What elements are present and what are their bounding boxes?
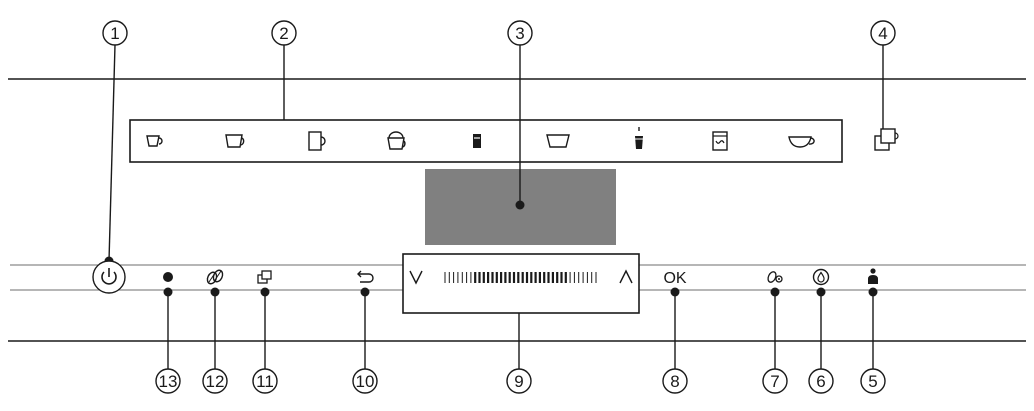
callout-number: 7 xyxy=(770,372,779,391)
ok-button[interactable]: OK xyxy=(663,270,686,287)
leader-dot-12 xyxy=(210,287,220,297)
latte-macchiato-glass-icon[interactable] xyxy=(635,127,643,149)
callout-circle xyxy=(507,20,533,46)
callout-circle xyxy=(202,368,228,394)
beverage-selection-bar xyxy=(129,119,843,163)
leader-dot-11 xyxy=(260,287,270,297)
leader-dot-10 xyxy=(360,287,370,297)
callout-circle xyxy=(860,368,886,394)
callout-number: 2 xyxy=(279,24,288,43)
chevron-up-icon[interactable] xyxy=(619,269,633,284)
callout-1: 1 xyxy=(102,20,128,46)
callout-number: 6 xyxy=(816,372,825,391)
callout-number: 12 xyxy=(206,372,225,391)
latte-glass-icon[interactable] xyxy=(473,134,481,148)
callout-number: 5 xyxy=(868,372,877,391)
callout-number: 4 xyxy=(878,24,887,43)
callout-7: 7 xyxy=(762,368,788,394)
chevron-down-icon[interactable] xyxy=(409,270,423,285)
callout-number: 3 xyxy=(515,24,524,43)
wide-cup-icon[interactable] xyxy=(788,136,815,148)
callout-11: 11 xyxy=(252,368,278,394)
callout-number: 11 xyxy=(256,372,274,391)
callout-2: 2 xyxy=(271,20,297,46)
callout-number: 13 xyxy=(159,372,178,391)
callout-circle xyxy=(870,20,896,46)
leader-line-1 xyxy=(108,44,116,262)
back-arrow-icon[interactable] xyxy=(357,270,374,283)
bean-settings-icon[interactable] xyxy=(767,271,783,284)
leader-dot-5 xyxy=(868,287,878,297)
cappuccino-cup-icon[interactable] xyxy=(387,131,406,150)
callout-circle xyxy=(352,368,378,394)
water-drop-icon[interactable] xyxy=(812,268,830,286)
callout-number: 9 xyxy=(514,372,523,391)
leader-dot-8 xyxy=(670,287,680,297)
espresso-cup-icon[interactable] xyxy=(146,135,163,147)
leader-dot-3 xyxy=(515,200,525,210)
callout-10: 10 xyxy=(352,368,378,394)
callout-3: 3 xyxy=(507,20,533,46)
callout-circle xyxy=(271,20,297,46)
callout-circle xyxy=(155,368,181,394)
mug-icon[interactable] xyxy=(308,131,326,151)
slider-ticks[interactable] xyxy=(444,272,597,283)
callout-circle xyxy=(762,368,788,394)
callout-number: 1 xyxy=(110,24,119,43)
power-icon xyxy=(101,268,117,285)
callout-5: 5 xyxy=(860,368,886,394)
callout-12: 12 xyxy=(202,368,228,394)
leader-dot-13 xyxy=(163,287,173,297)
callout-circle xyxy=(102,20,128,46)
two-cups-icon[interactable] xyxy=(257,270,272,284)
power-button[interactable] xyxy=(92,260,126,294)
callout-number: 10 xyxy=(356,372,375,391)
bean-container-icon[interactable] xyxy=(206,269,225,285)
profile-icon[interactable] xyxy=(868,268,878,284)
leader-dot-7 xyxy=(770,287,780,297)
status-dot-icon xyxy=(163,272,173,282)
large-bowl-cup-icon[interactable] xyxy=(546,134,570,148)
slider-panel[interactable] xyxy=(402,253,640,314)
coffee-cup-icon[interactable] xyxy=(225,134,245,148)
callout-circle xyxy=(808,368,834,394)
callout-circle xyxy=(662,368,688,394)
hot-milk-jug-icon[interactable] xyxy=(712,131,728,151)
two-cups-button-icon[interactable] xyxy=(874,128,899,151)
callout-9: 9 xyxy=(506,368,532,394)
callout-8: 8 xyxy=(662,368,688,394)
callout-number: 8 xyxy=(670,372,679,391)
callout-4: 4 xyxy=(870,20,896,46)
leader-dot-6 xyxy=(816,287,826,297)
callout-13: 13 xyxy=(155,368,181,394)
callout-circle xyxy=(252,368,278,394)
callout-6: 6 xyxy=(808,368,834,394)
callout-circle xyxy=(506,368,532,394)
